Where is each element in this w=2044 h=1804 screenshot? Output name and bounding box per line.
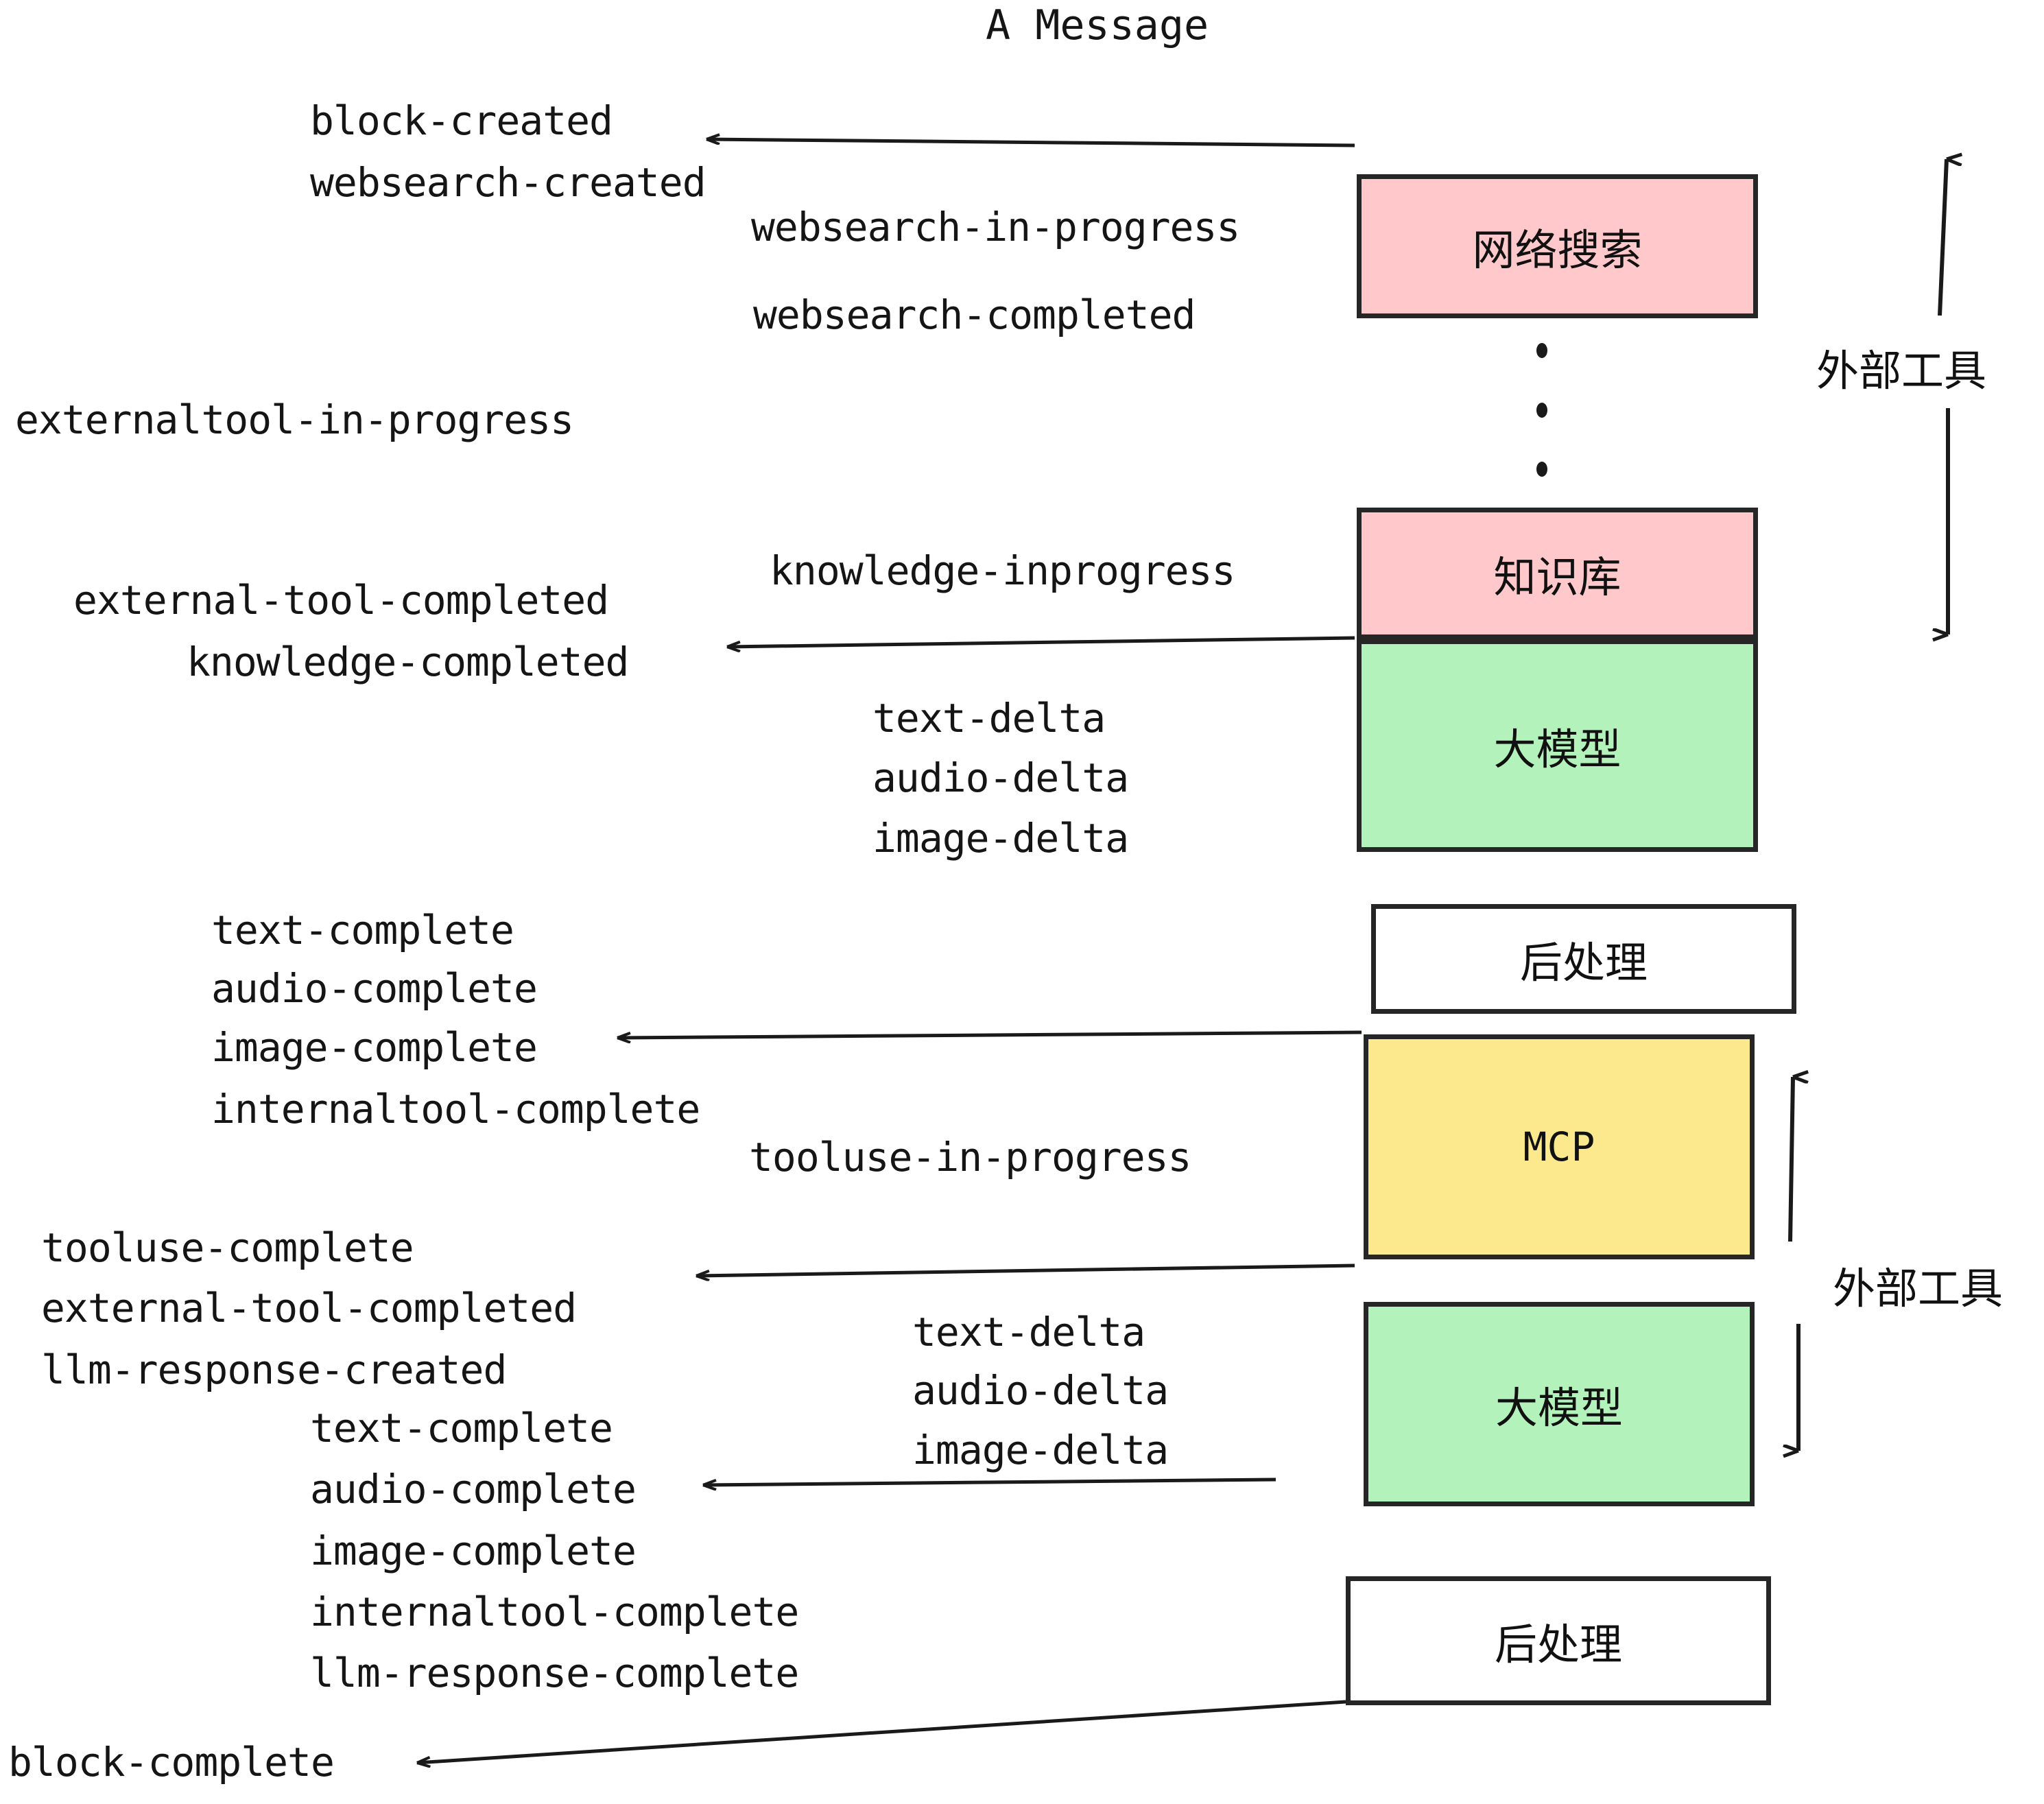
node-llm-1[interactable]: 大模型	[1357, 639, 1758, 852]
node-postprocess-1[interactable]: 后处理	[1371, 904, 1796, 1014]
arrow-post2-to-blockcomplete	[417, 1700, 1346, 1763]
event-text-delta-1: text-delta	[872, 695, 1106, 741]
dot-1	[1536, 343, 1547, 358]
event-image-delta-2: image-delta	[912, 1427, 1169, 1473]
event-websearch-created: websearch-created	[310, 159, 706, 206]
page-title: A Message	[986, 1, 1209, 49]
annotation-external-tool-top: 外部工具	[1816, 346, 1987, 396]
arrow-mcp-to-tooluse	[696, 1263, 1355, 1276]
node-postprocess-2-label: 后处理	[1494, 1619, 1622, 1670]
event-internaltool-complete-2: internaltool-complete	[310, 1589, 799, 1635]
arrow-knowledge-to-completed	[727, 636, 1355, 647]
node-postprocess-1-label: 后处理	[1519, 938, 1648, 988]
event-block-created: block-created	[310, 97, 613, 144]
event-internaltool-complete-1: internaltool-complete	[211, 1086, 700, 1132]
ellipsis-dots	[1535, 343, 1549, 477]
arrow-external-tool-top-up	[1938, 159, 1947, 316]
event-tooluse-in-progress: tooluse-in-progress	[749, 1134, 1191, 1180]
event-text-complete-1: text-complete	[211, 907, 514, 953]
event-audio-complete-2: audio-complete	[310, 1466, 637, 1512]
event-websearch-in-progress: websearch-in-progress	[751, 204, 1240, 250]
event-tooluse-complete: tooluse-complete	[41, 1224, 414, 1271]
node-llm-1-label: 大模型	[1493, 724, 1621, 774]
event-audio-delta-1: audio-delta	[872, 755, 1129, 801]
event-externaltool-in-progress: externaltool-in-progress	[15, 396, 574, 443]
arrow-external-tool-bottom-up	[1788, 1077, 1793, 1242]
node-mcp[interactable]: MCP	[1364, 1034, 1755, 1259]
event-audio-complete-1: audio-complete	[211, 965, 538, 1012]
event-llm-response-complete: llm-response-complete	[310, 1650, 799, 1696]
event-knowledge-inprogress: knowledge-inprogress	[770, 547, 1235, 594]
node-websearch[interactable]: 网络搜索	[1357, 174, 1758, 318]
dot-2	[1536, 402, 1547, 418]
arrow-websearch-to-blockcreated	[706, 139, 1355, 147]
node-knowledge[interactable]: 知识库	[1357, 508, 1758, 639]
annotation-external-tool-bottom: 外部工具	[1833, 1263, 2004, 1314]
event-knowledge-completed: knowledge-completed	[187, 639, 629, 685]
event-external-tool-completed-2: external-tool-completed	[41, 1285, 577, 1331]
event-image-delta-1: image-delta	[872, 815, 1129, 862]
node-postprocess-2[interactable]: 后处理	[1346, 1576, 1771, 1705]
arrow-llm1-to-imagecomplete	[617, 1030, 1362, 1038]
node-llm-2[interactable]: 大模型	[1364, 1302, 1755, 1506]
event-external-tool-completed: external-tool-completed	[73, 577, 609, 624]
event-image-complete-2: image-complete	[310, 1528, 637, 1574]
event-websearch-completed: websearch-completed	[753, 292, 1196, 338]
event-llm-response-created: llm-response-created	[41, 1346, 507, 1393]
node-mcp-label: MCP	[1523, 1124, 1595, 1170]
node-websearch-label: 网络搜索	[1472, 225, 1643, 275]
event-block-complete: block-complete	[8, 1739, 335, 1785]
node-knowledge-label: 知识库	[1493, 552, 1621, 602]
arrow-llm2-to-audiocomplete	[703, 1477, 1276, 1485]
event-audio-delta-2: audio-delta	[912, 1367, 1169, 1414]
event-image-complete-1: image-complete	[211, 1024, 538, 1071]
dot-3	[1536, 462, 1547, 477]
node-llm-2-label: 大模型	[1495, 1383, 1623, 1433]
event-text-complete-2: text-complete	[310, 1405, 613, 1451]
event-text-delta-2: text-delta	[912, 1309, 1145, 1355]
